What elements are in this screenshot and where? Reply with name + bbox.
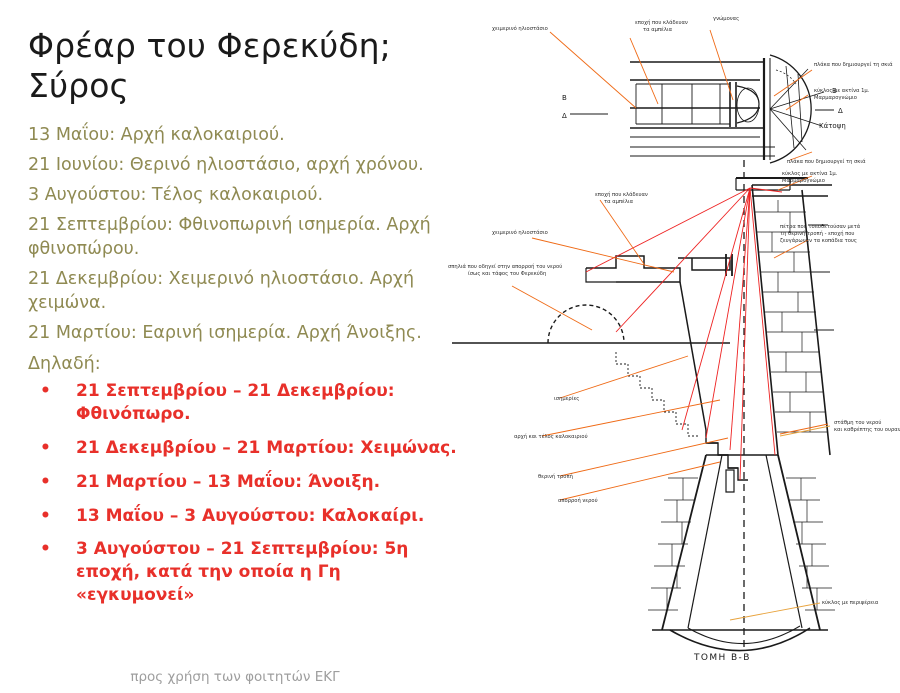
list-item: 21 Μαρτίου: Εαρινή ισημερία. Αρχή Άνοιξη… (28, 323, 422, 344)
list-item: • 21 Σεπτεμβρίου – 21 Δεκεμβρίου: Φθινόπ… (28, 380, 460, 426)
label-vine-pruning-mid-2: τα αμπέλια (604, 198, 634, 205)
list-item: • 3 Αυγούστου – 21 Σεπτεμβρίου: 5η εποχή… (28, 538, 460, 607)
intro-text: Δηλαδή: (28, 353, 101, 374)
list-item: • 21 Μαρτίου – 13 Μαΐου: Άνοιξη. (28, 471, 460, 494)
list-item: 13 Μαΐου: Αρχή καλοκαιριού. (28, 124, 285, 145)
list-item: 21 Σεπτεμβρίου: Φθινοπωρινή ισημερία. Αρ… (28, 214, 431, 260)
label-stone-placed-3: ζευγάρωναν τα κοπάδια τους (780, 237, 857, 244)
well-diagram: χειμερινό ηλιοστάσιο εποχή που κλάδευαν … (430, 0, 900, 693)
label-gnomon: γνώμονας (713, 15, 739, 22)
label-winter-solstice-top: χειμερινό ηλιοστάσιο (492, 25, 548, 32)
label-stone-placed-2: τη θερινή τροπή - εποχή που (780, 230, 854, 237)
list-item: 3 Αυγούστου: Τέλος καλοκαιριού. (28, 184, 324, 205)
bullet-label: 21 Δεκεμβρίου – 21 Μαρτίου: Χειμώνας. (76, 437, 457, 458)
title-line-1: Φρέαρ του Φερεκύδη; (28, 26, 391, 65)
label-cave-2: ίσως και τάφος του Φερεκύδη (468, 270, 546, 277)
label-circle-radius2-1: κύκλος με ακτίνα 1μ. (782, 170, 838, 177)
sight-lines (585, 187, 783, 481)
bullet-label: 13 Μαΐου – 3 Αυγούστου: Καλοκαίρι. (76, 505, 425, 526)
label-shadow-plate: πλάκα που δημιουργεί τη σκιά (814, 61, 893, 68)
label-circle-radius2-2: Μαρμαρογνώμιο (782, 177, 825, 184)
plan-view-drawing (630, 54, 825, 164)
label-shadow-plate-2: πλάκα που δημιουργεί τη σκιά (787, 158, 866, 165)
bullet-list: • 21 Σεπτεμβρίου – 21 Δεκεμβρίου: Φθινόπ… (28, 380, 460, 608)
label-circle-radius-1: κύκλος με ακτίνα 1μ. (814, 87, 870, 94)
page-title: Φρέαρ του Φερεκύδη; Σύρος (28, 26, 460, 107)
section-leader-lines (511, 175, 831, 621)
title-line-2: Σύρος (28, 66, 129, 106)
label-circle-circumference: κύκλος με περιφέρεια (822, 599, 879, 606)
bullet-icon: • (40, 471, 51, 492)
label-equinoxes: ισημερίες (554, 395, 579, 402)
label-summer-solstice: θερινή τροπή (538, 473, 573, 480)
label-stone-placed-1: πέτρα που τοποθετούσαν μετά (780, 223, 861, 230)
label-vine-pruning-top-1: εποχή που κλάδευαν (635, 19, 688, 26)
bullet-icon: • (40, 380, 51, 401)
bullet-icon: • (40, 437, 51, 458)
label-plan-view-caption: Κάτοψη (819, 122, 846, 130)
plan-leader-lines (549, 29, 813, 161)
label-cave-1: σπηλιά που οδηγεί στην απορροή του νερού (448, 263, 562, 270)
label-plan-B: Β (832, 87, 837, 95)
label-vine-pruning-mid-1: εποχή που κλάδευαν (595, 191, 648, 198)
label-vine-pruning-top-2: τα αμπέλια (643, 26, 673, 33)
list-item: • 13 Μαΐου – 3 Αυγούστου: Καλοκαίρι. (28, 505, 460, 528)
label-plan-D: Δ (838, 107, 843, 115)
list-item: 21 Δεκεμβρίου: Χειμερινό ηλιοστάσιο. Αρχ… (28, 269, 415, 314)
bullet-icon: • (40, 539, 51, 560)
label-water-level-1: στάθμη του νερού (834, 419, 881, 426)
label-section-D-left: Δ (562, 112, 567, 120)
bullet-label: 3 Αυγούστου – 21 Σεπτεμβρίου: 5η εποχή, … (76, 539, 409, 606)
label-water-level-2: και καθρέπτης του ουρανού (834, 426, 900, 433)
bullet-label: 21 Σεπτεμβρίου – 21 Δεκεμβρίου: Φθινόπωρ… (76, 380, 395, 424)
list-item: • 21 Δεκεμβρίου – 21 Μαρτίου: Χειμώνας. (28, 437, 460, 460)
label-summer-start-end: αρχή και τέλος καλοκαιριού (514, 433, 588, 440)
section-caption: ΤΟΜΗ Β-Β (693, 653, 751, 663)
text-column: Φρέαρ του Φερεκύδη; Σύρος 13 Μαΐου: Αρχή… (28, 26, 460, 685)
label-water-runoff: απορροή νερού (558, 497, 598, 504)
label-section-B-left: Β (562, 94, 567, 102)
list-item: 21 Ιουνίου: Θερινό ηλιοστάσιο, αρχή χρόν… (28, 154, 424, 175)
section-view-drawing (452, 160, 835, 652)
label-winter-solstice-mid: χειμερινό ηλιοστάσιο (492, 229, 548, 236)
slide-footer: προς χρήση των φοιτητών ΕΚΓ (130, 669, 340, 685)
bullet-icon: • (40, 505, 51, 526)
facts-list: 13 Μαΐου: Αρχή καλοκαιριού. 21 Ιουνίου: … (28, 123, 460, 346)
bullet-label: 21 Μαρτίου – 13 Μαΐου: Άνοιξη. (76, 471, 381, 492)
label-circle-radius-2: Μαρμαρογνώμιο (814, 94, 857, 101)
